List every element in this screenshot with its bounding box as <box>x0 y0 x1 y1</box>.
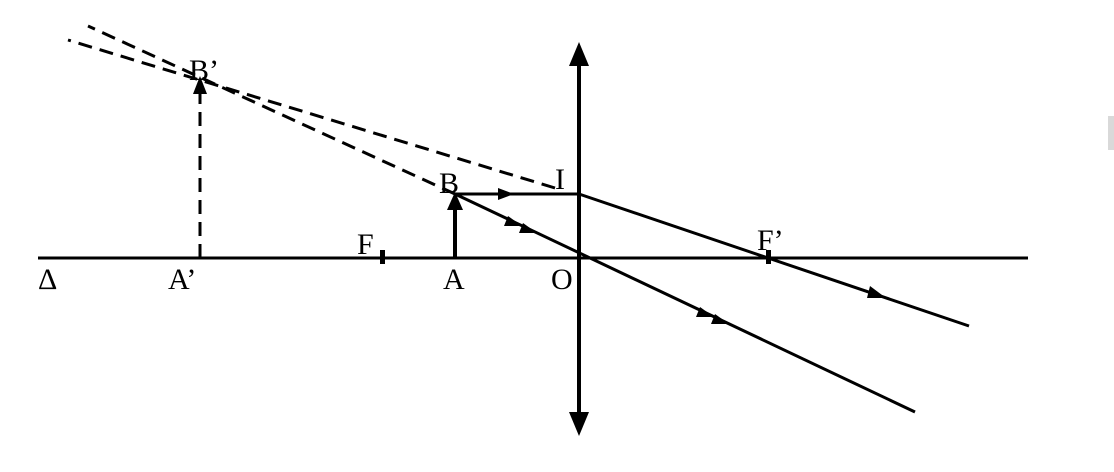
label-image-top: B’ <box>189 54 219 87</box>
label-lens-point: I <box>555 163 565 196</box>
label-focus-object: F <box>357 228 374 261</box>
ray-center-arrowhead-1 <box>504 216 522 226</box>
label-image-base: A’ <box>168 263 196 296</box>
extension-from-I <box>67 38 556 190</box>
label-object-base: A <box>443 263 465 296</box>
ray-center-arrowhead-3 <box>696 307 714 317</box>
label-lens-center: O <box>551 263 573 296</box>
object-arrowhead <box>447 192 463 210</box>
scrollbar-edge-mark <box>1108 116 1114 150</box>
ray-refracted-arrowhead <box>867 286 886 298</box>
focus-object-tick <box>380 250 385 264</box>
ray-parallel-arrowhead <box>498 188 514 200</box>
lens-top-arrowhead <box>569 42 589 66</box>
image-arrowhead <box>193 76 207 94</box>
extension-from-B <box>87 24 456 196</box>
label-axis: Δ <box>38 263 57 296</box>
ray-center-arrowhead-4 <box>711 314 729 324</box>
ray-refracted-through-focus <box>578 192 970 328</box>
label-focus-image: F’ <box>757 224 784 257</box>
label-object-top: B <box>439 167 459 200</box>
ray-center-arrowhead-2 <box>519 223 537 233</box>
lens-bottom-arrowhead <box>569 412 589 436</box>
